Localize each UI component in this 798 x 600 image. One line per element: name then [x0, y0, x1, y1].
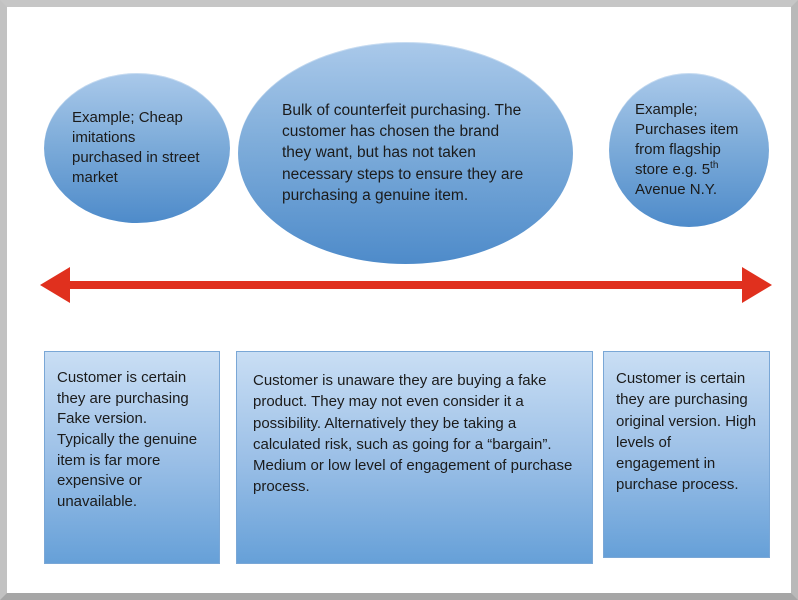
box-certain-fake: Customer is certain they are purchasing …: [44, 351, 220, 564]
ellipse-example-genuine: Example; Purchases item from flagship st…: [609, 73, 769, 227]
box-unaware: Customer is unaware they are buying a fa…: [236, 351, 593, 564]
ellipse-example-genuine-text: Example; Purchases item from flagship st…: [635, 101, 739, 199]
ellipse-bulk-counterfeit-text: Bulk of counterfeit purchasing. The cust…: [282, 101, 524, 205]
box-unaware-text: Customer is unaware they are buying a fa…: [253, 372, 573, 496]
box-certain-original: Customer is certain they are purchasing …: [603, 351, 770, 558]
ellipse-example-fake-text: Example; Cheap imitations purchased in s…: [72, 109, 200, 186]
ellipse-example-fake: Example; Cheap imitations purchased in s…: [44, 73, 230, 223]
box-certain-fake-text: Customer is certain they are purchasing …: [57, 369, 198, 511]
ellipse-bulk-counterfeit: Bulk of counterfeit purchasing. The cust…: [238, 42, 573, 264]
double-arrow-icon: [40, 267, 772, 303]
superscript-th: th: [710, 160, 719, 172]
box-certain-original-text: Customer is certain they are purchasing …: [616, 370, 757, 494]
spectrum-arrow: [40, 264, 772, 306]
